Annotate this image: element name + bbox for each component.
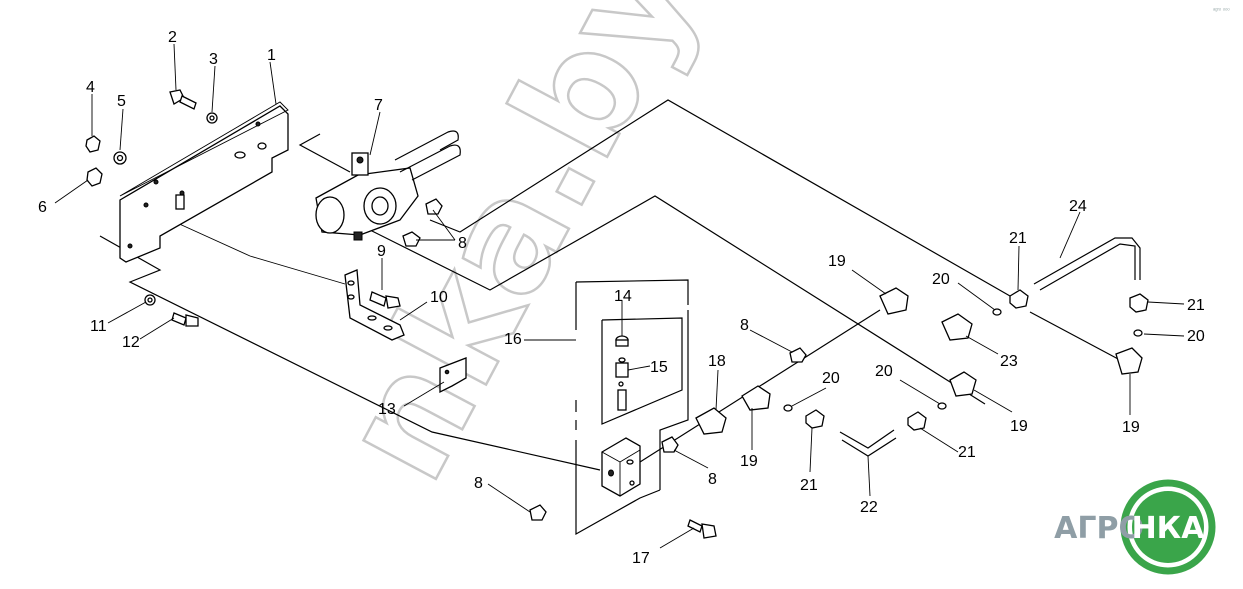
bracket-13 xyxy=(439,357,467,394)
logo-text-nka: НКА xyxy=(1132,511,1206,546)
callout-21b: 21 xyxy=(800,477,818,494)
corner-mark: ᵃᵍʳᵒ ᵒᵒᵒ xyxy=(1213,7,1230,14)
callout-5: 5 xyxy=(117,93,126,110)
callout-22: 22 xyxy=(860,499,878,516)
callout-leaders xyxy=(54,43,1185,549)
callout-20b: 20 xyxy=(822,370,840,387)
callout-21d: 21 xyxy=(1187,297,1205,314)
logo-text-agro: АГРО xyxy=(1054,511,1144,546)
callout-8c: 8 xyxy=(708,471,717,488)
callout-10: 10 xyxy=(430,289,448,306)
callout-20c: 20 xyxy=(875,363,893,380)
callout-7: 7 xyxy=(374,97,383,114)
callout-19c: 19 xyxy=(1010,418,1028,435)
callout-24: 24 xyxy=(1069,198,1087,215)
callout-19b: 19 xyxy=(740,453,758,470)
callout-9: 9 xyxy=(377,243,386,260)
callout-14: 14 xyxy=(614,288,632,305)
callout-20a: 20 xyxy=(932,271,950,288)
callout-6: 6 xyxy=(38,199,47,216)
callout-20d: 20 xyxy=(1187,328,1205,345)
callout-4: 4 xyxy=(86,79,95,96)
callout-18: 18 xyxy=(708,353,726,370)
callout-17: 17 xyxy=(632,550,650,567)
callout-3: 3 xyxy=(209,51,218,68)
valve-block xyxy=(601,335,641,497)
callout-labels: 1 2 3 4 5 6 7 8 8 8 8 9 10 11 12 13 14 1… xyxy=(38,29,1205,567)
callout-16: 16 xyxy=(504,331,522,348)
callout-8d: 8 xyxy=(474,475,483,492)
callout-1: 1 xyxy=(267,47,276,64)
agronka-logo: АГРО НКА xyxy=(1054,479,1216,575)
callout-8b: 8 xyxy=(740,317,749,334)
mounting-plate xyxy=(119,101,289,263)
hardware xyxy=(85,89,1149,539)
callout-21c: 21 xyxy=(958,444,976,461)
callout-15: 15 xyxy=(650,359,668,376)
callout-19a: 19 xyxy=(828,253,846,270)
callout-2: 2 xyxy=(168,29,177,46)
callout-21a: 21 xyxy=(1009,230,1027,247)
control-valve xyxy=(315,130,461,241)
callout-19d: 19 xyxy=(1122,419,1140,436)
logo-ring xyxy=(1120,479,1216,575)
callout-11: 11 xyxy=(90,318,107,335)
callout-8a: 8 xyxy=(458,235,467,252)
callout-23: 23 xyxy=(1000,353,1018,370)
callout-12: 12 xyxy=(122,334,140,351)
callout-13: 13 xyxy=(378,401,396,418)
bracket-10 xyxy=(344,269,405,341)
watermark-text: nka.by xyxy=(308,0,729,507)
logo-disc xyxy=(1132,491,1204,563)
